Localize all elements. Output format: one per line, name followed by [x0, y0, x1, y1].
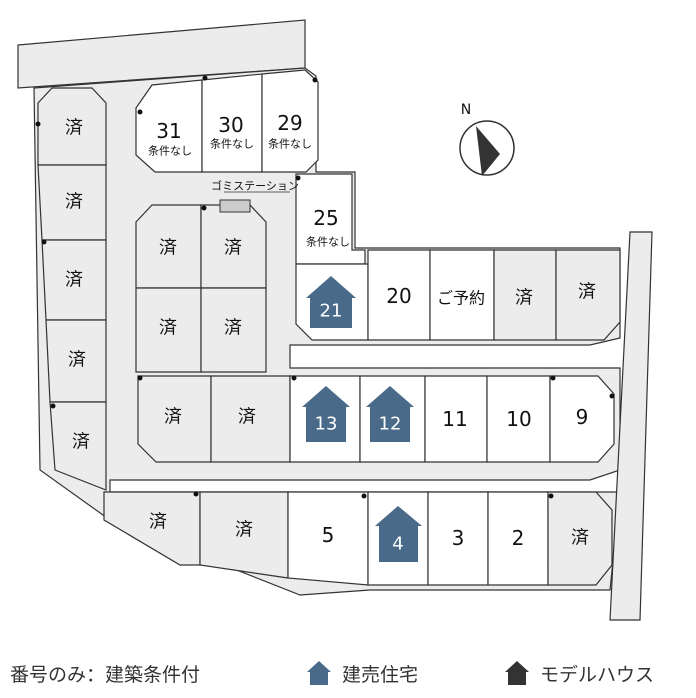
house-icon: 21	[306, 276, 356, 328]
lot-sold[interactable]	[200, 287, 267, 373]
lot-number: 13	[315, 414, 338, 435]
legend-for-sale-house-label: 建売住宅	[342, 663, 419, 686]
lot-number: 2	[512, 526, 525, 550]
lot-number: 5	[322, 523, 335, 547]
lot-sold[interactable]	[137, 375, 212, 463]
sold-label: 済	[238, 407, 256, 428]
lot-number: 4	[392, 534, 403, 555]
sold-label: 済	[159, 238, 177, 259]
legend-number-only-label: 番号のみ：建築条件付	[10, 663, 201, 686]
sold-label: 済	[65, 192, 83, 213]
subdivision-map: ゴミステーション N 済 済 済 済 済 済 済 済 済 済 済 済 済 済 済…	[17, 19, 653, 621]
lots-bottom-row	[103, 491, 613, 586]
lot-29[interactable]	[261, 69, 319, 173]
sold-label: 済	[68, 350, 86, 371]
lots-top-row	[135, 69, 319, 173]
lot-9[interactable]	[549, 375, 615, 463]
sold-label: 済	[149, 512, 167, 533]
house-icon: 12	[366, 386, 414, 442]
lot-number: 30	[218, 113, 243, 137]
house-icons: 21 13 12 4	[302, 276, 422, 562]
lot-number: 31	[156, 119, 181, 143]
sold-label: 済	[164, 407, 182, 428]
lot-number: 10	[506, 407, 531, 431]
house-icon: 4	[375, 506, 422, 562]
sold-label: 済	[224, 238, 242, 259]
lot-reserved-label: ご予約	[437, 289, 485, 308]
lot-number: 12	[379, 414, 402, 435]
lot-sold[interactable]	[547, 491, 613, 586]
sold-label: 済	[72, 432, 90, 453]
lot-number: 9	[576, 405, 589, 429]
lot-labels: 31 条件なし 30 条件なし 29 条件なし 25 条件なし 20 ご予約 1…	[148, 111, 588, 550]
lots-row-21	[295, 249, 621, 341]
lot-condition: 条件なし	[210, 137, 254, 151]
lot-condition: 条件なし	[306, 235, 350, 249]
sold-label: 済	[65, 270, 83, 291]
lot-number: 20	[386, 284, 411, 308]
lot-number: 11	[442, 407, 467, 431]
lot-condition: 条件なし	[148, 144, 192, 158]
house-blue-icon	[307, 661, 331, 685]
house-black-icon	[505, 661, 529, 685]
sold-label: 済	[235, 520, 253, 541]
lot-sold[interactable]	[555, 249, 621, 341]
legend-for-sale-house: 建売住宅	[306, 658, 418, 688]
boundary-markers	[35, 75, 615, 499]
sold-label: 済	[571, 528, 589, 549]
lot-sold[interactable]	[103, 491, 201, 566]
lot-sold[interactable]	[49, 401, 107, 491]
legend-model-house: モデルハウス	[504, 658, 654, 688]
sold-label: 済	[159, 318, 177, 339]
legend-number-only: 番号のみ：建築条件付	[10, 658, 200, 688]
road-right	[609, 231, 653, 621]
north-label: N	[461, 102, 471, 118]
lot-condition: 条件なし	[268, 137, 312, 151]
legend-model-house-label: モデルハウス	[540, 663, 655, 686]
lot-number: 21	[320, 301, 343, 322]
lots-west-column	[37, 87, 107, 491]
sold-label: 済	[65, 118, 83, 139]
lot-number: 25	[313, 206, 338, 230]
lot-number: 29	[277, 111, 302, 135]
house-icon: 13	[302, 386, 350, 442]
sold-labels: 済 済 済 済 済 済 済 済 済 済 済 済 済 済 済 済	[65, 118, 596, 549]
sold-label: 済	[515, 288, 533, 309]
north-compass: N	[459, 102, 515, 176]
garbage-station-box	[219, 199, 251, 213]
garbage-station-label: ゴミステーション	[211, 179, 299, 193]
lot-number: 3	[452, 526, 465, 550]
sold-label: 済	[578, 282, 596, 303]
sold-label: 済	[224, 318, 242, 339]
lots-inner-block	[135, 204, 267, 373]
